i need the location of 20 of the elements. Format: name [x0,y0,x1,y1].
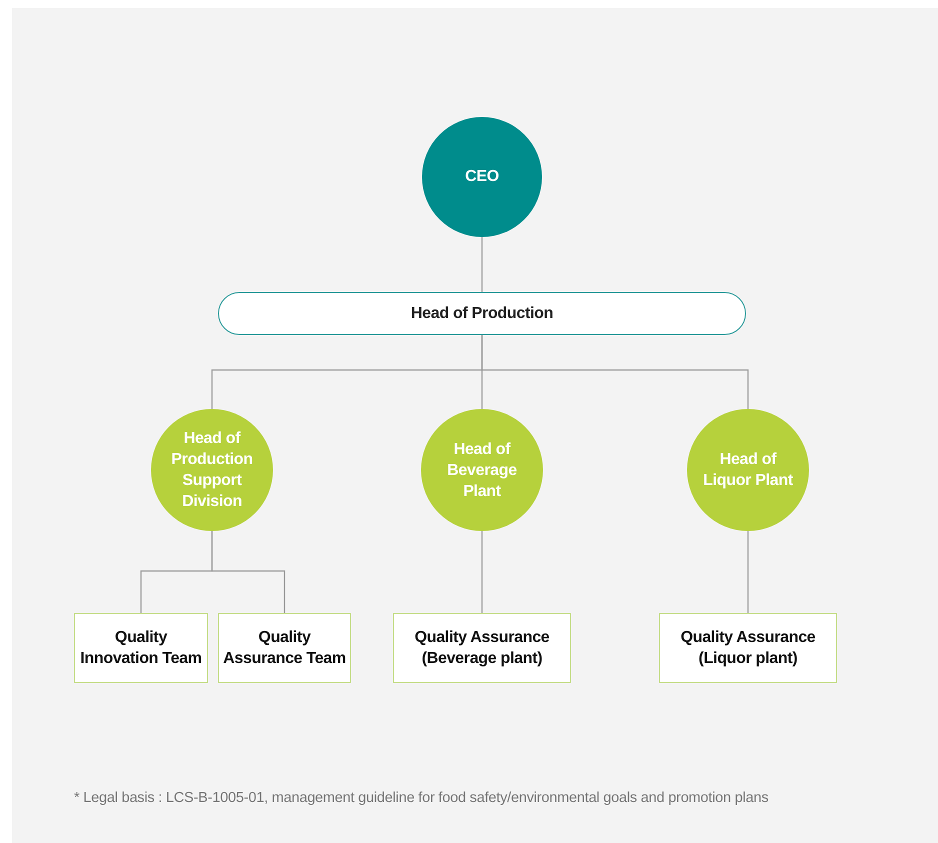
node-label: Head of Production Support Division [170,429,254,512]
connector-line [211,531,286,613]
node-label: Head of Liquor Plant [702,450,794,491]
node-label: Quality Assurance Team [223,628,346,669]
node-label: Head of Beverage Plant [446,440,518,502]
footnote: * Legal basis : LCS-B-1005-01, management guideline for food safety/environmental goals and promotion plans [74,790,768,806]
node-label: CEO [465,168,499,186]
node-label: Quality Innovation Team [79,628,203,669]
node-label: Head of Production [410,304,554,322]
team-box [74,613,208,683]
connector-line [481,335,749,409]
department-pill [218,292,746,335]
node-label: Quality Assurance (Beverage plant) [414,628,550,669]
connector-line [481,237,483,292]
team-box [393,613,571,683]
connector-line [481,531,483,613]
team-box [659,613,837,683]
connector-line [747,531,749,613]
node-label: Quality Assurance (Liquor plant) [680,628,816,669]
team-box [218,613,351,683]
